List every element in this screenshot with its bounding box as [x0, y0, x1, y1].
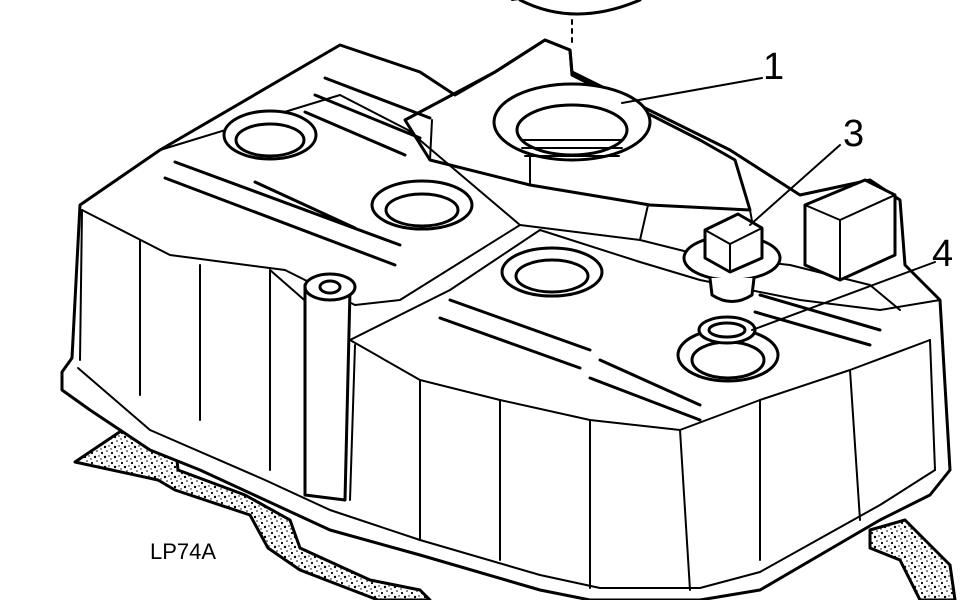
callout-label-3: 3: [843, 113, 865, 155]
filler-neck: [492, 0, 652, 162]
callout-label-4: 4: [932, 233, 954, 275]
cover-bolt: [682, 212, 782, 303]
callout-label-1: 1: [763, 46, 785, 88]
cover-openings: [222, 109, 780, 383]
sealing-washer: [697, 315, 757, 345]
callout-leaders: [621, 77, 936, 331]
figure-reference: LP74A: [150, 539, 217, 564]
